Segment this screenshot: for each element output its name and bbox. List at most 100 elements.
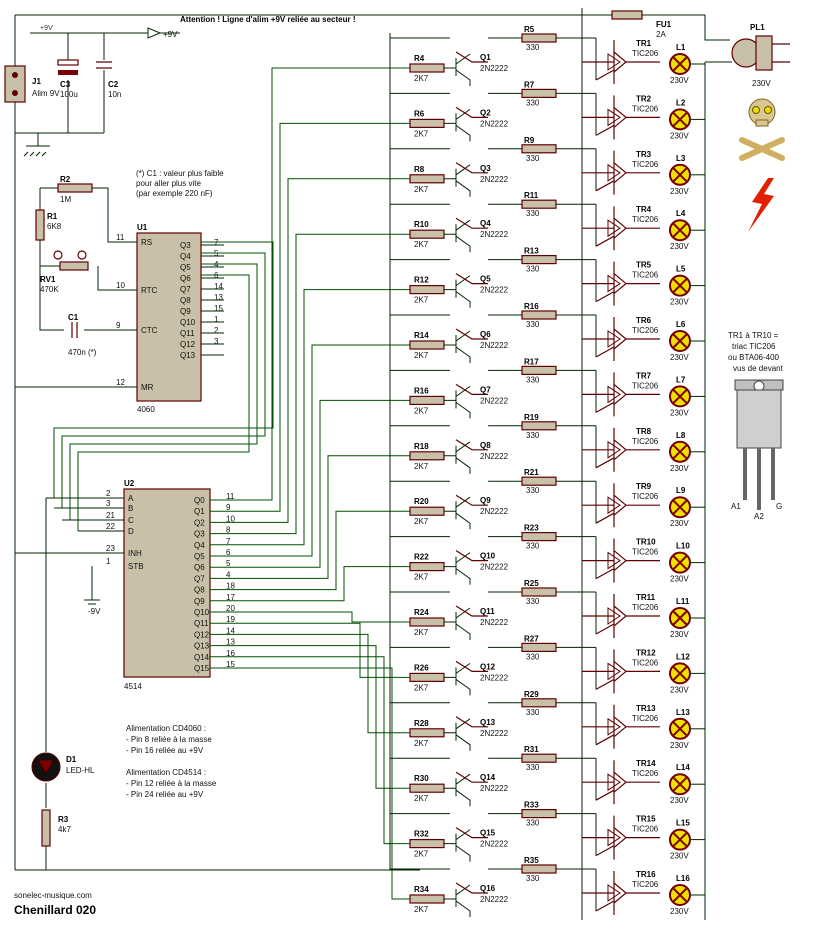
transistor-symbol	[390, 757, 471, 807]
transistor-symbol	[390, 259, 471, 308]
lamp-ref: L4	[676, 209, 686, 218]
collector-resistor-value: 330	[526, 265, 540, 274]
triac-arrow	[607, 662, 621, 681]
triac-ref: TR9	[636, 482, 652, 491]
lamp-value: 230V	[670, 685, 689, 694]
u2-output-wire	[210, 611, 410, 623]
triac-symbol	[582, 538, 660, 583]
u2-pin-name: C	[128, 516, 134, 525]
skull-warning-icon	[739, 98, 785, 161]
base-resistor-value: 2K7	[414, 517, 429, 526]
lamp-cross	[672, 167, 688, 183]
collector-wire	[488, 702, 597, 745]
collector-resistor	[521, 476, 557, 486]
transistor-symbol	[390, 702, 471, 751]
triac-value: TIC206	[632, 825, 659, 834]
triac-value: TIC206	[632, 160, 659, 169]
u2-pin-name: A	[128, 494, 134, 503]
collector-resistor	[521, 310, 557, 320]
transistor-symbol	[390, 92, 471, 142]
base-resistor-ref: R30	[414, 774, 429, 783]
base-resistor	[409, 174, 445, 184]
u2-output-wire	[210, 455, 410, 579]
triac-package-icon	[734, 379, 784, 510]
u2-pin-name: D	[128, 527, 134, 536]
triac-note-3: ou BTA06-400	[728, 353, 780, 362]
lamp-ref: L16	[676, 874, 690, 883]
transistor-body	[455, 162, 488, 174]
note-line-3: - Pin 16 reliée au +9V	[126, 746, 204, 755]
triac-value: TIC206	[632, 714, 659, 723]
lamp-ref: L8	[676, 431, 686, 440]
collector-wire	[488, 591, 597, 634]
base-resistor-ref: R12	[414, 276, 429, 285]
lamp-cross	[672, 444, 688, 460]
psu-wiring	[14, 33, 105, 134]
u2-output-wire	[210, 633, 410, 734]
rv1-ref: RV1	[40, 275, 56, 284]
triac-note: TR1 à TR10 = triac TIC206 ou BTA06-400 v…	[728, 331, 784, 373]
u2-pin-name: Q3	[194, 530, 205, 539]
lamp-value: 230V	[670, 907, 689, 916]
u2-pin-num: 16	[226, 649, 235, 658]
lamp-cross	[672, 277, 688, 294]
collector-resistor-ref: R31	[524, 745, 539, 754]
u1-pin-name: RS	[141, 238, 152, 247]
lamp-cross	[672, 610, 688, 626]
transistor-body	[455, 494, 488, 506]
transistor-ref: Q9	[480, 496, 491, 505]
c3-value: 100u	[60, 90, 78, 99]
base-resistor	[409, 894, 445, 904]
u2-output-wire	[210, 622, 410, 678]
triac-value: TIC206	[632, 603, 659, 612]
collector-resistor-value: 330	[526, 652, 540, 661]
base-resistor	[409, 561, 445, 572]
fu1-ref: FU1	[656, 20, 672, 29]
u2-pin-name: B	[128, 504, 133, 513]
triac-symbol	[582, 150, 660, 195]
triac-value: TIC206	[632, 548, 659, 557]
triac-ref: TR4	[636, 205, 652, 214]
base-resistor	[409, 838, 445, 849]
transistor-value: 2N2222	[480, 119, 509, 128]
base-resistor-value: 2K7	[414, 794, 429, 803]
collector-resistor-ref: R27	[524, 634, 539, 643]
base-resistor	[409, 506, 445, 516]
u2-pin-name: Q10	[194, 608, 210, 617]
triac-ref: TR13	[636, 704, 656, 713]
u1-pin-num: 9	[116, 321, 121, 330]
collector-resistor-value: 330	[526, 597, 540, 606]
collector-resistor	[521, 421, 557, 431]
collector-resistor-value: 330	[526, 375, 540, 384]
triac-arrow	[607, 163, 621, 182]
base-resistor	[409, 285, 445, 295]
u1-pin-name: Q3	[180, 241, 191, 250]
transistor-body	[455, 716, 488, 728]
triac-arrow	[607, 717, 621, 736]
collector-wire	[488, 480, 597, 524]
c3-plate-bottom	[58, 70, 78, 75]
r2-resistor	[57, 183, 93, 193]
transistor-body	[455, 328, 488, 340]
lamp-cross	[672, 56, 688, 72]
r2-ref: R2	[60, 175, 71, 184]
triac-ref: TR14	[636, 759, 656, 768]
triac-note-2: triac TIC206	[732, 342, 776, 351]
r3-value: 4k7	[58, 825, 71, 834]
u2-4514-chip	[123, 488, 211, 678]
transistor-symbol	[390, 148, 471, 197]
u1-pin-num: 2	[214, 326, 219, 335]
base-resistor-value: 2K7	[414, 850, 429, 859]
transistor-rail	[15, 33, 420, 871]
triac-arrow	[607, 773, 621, 792]
u1-pin-name: RTC	[141, 286, 158, 295]
u2-pin-num: 11	[226, 492, 235, 501]
r1-resistor	[35, 209, 45, 241]
